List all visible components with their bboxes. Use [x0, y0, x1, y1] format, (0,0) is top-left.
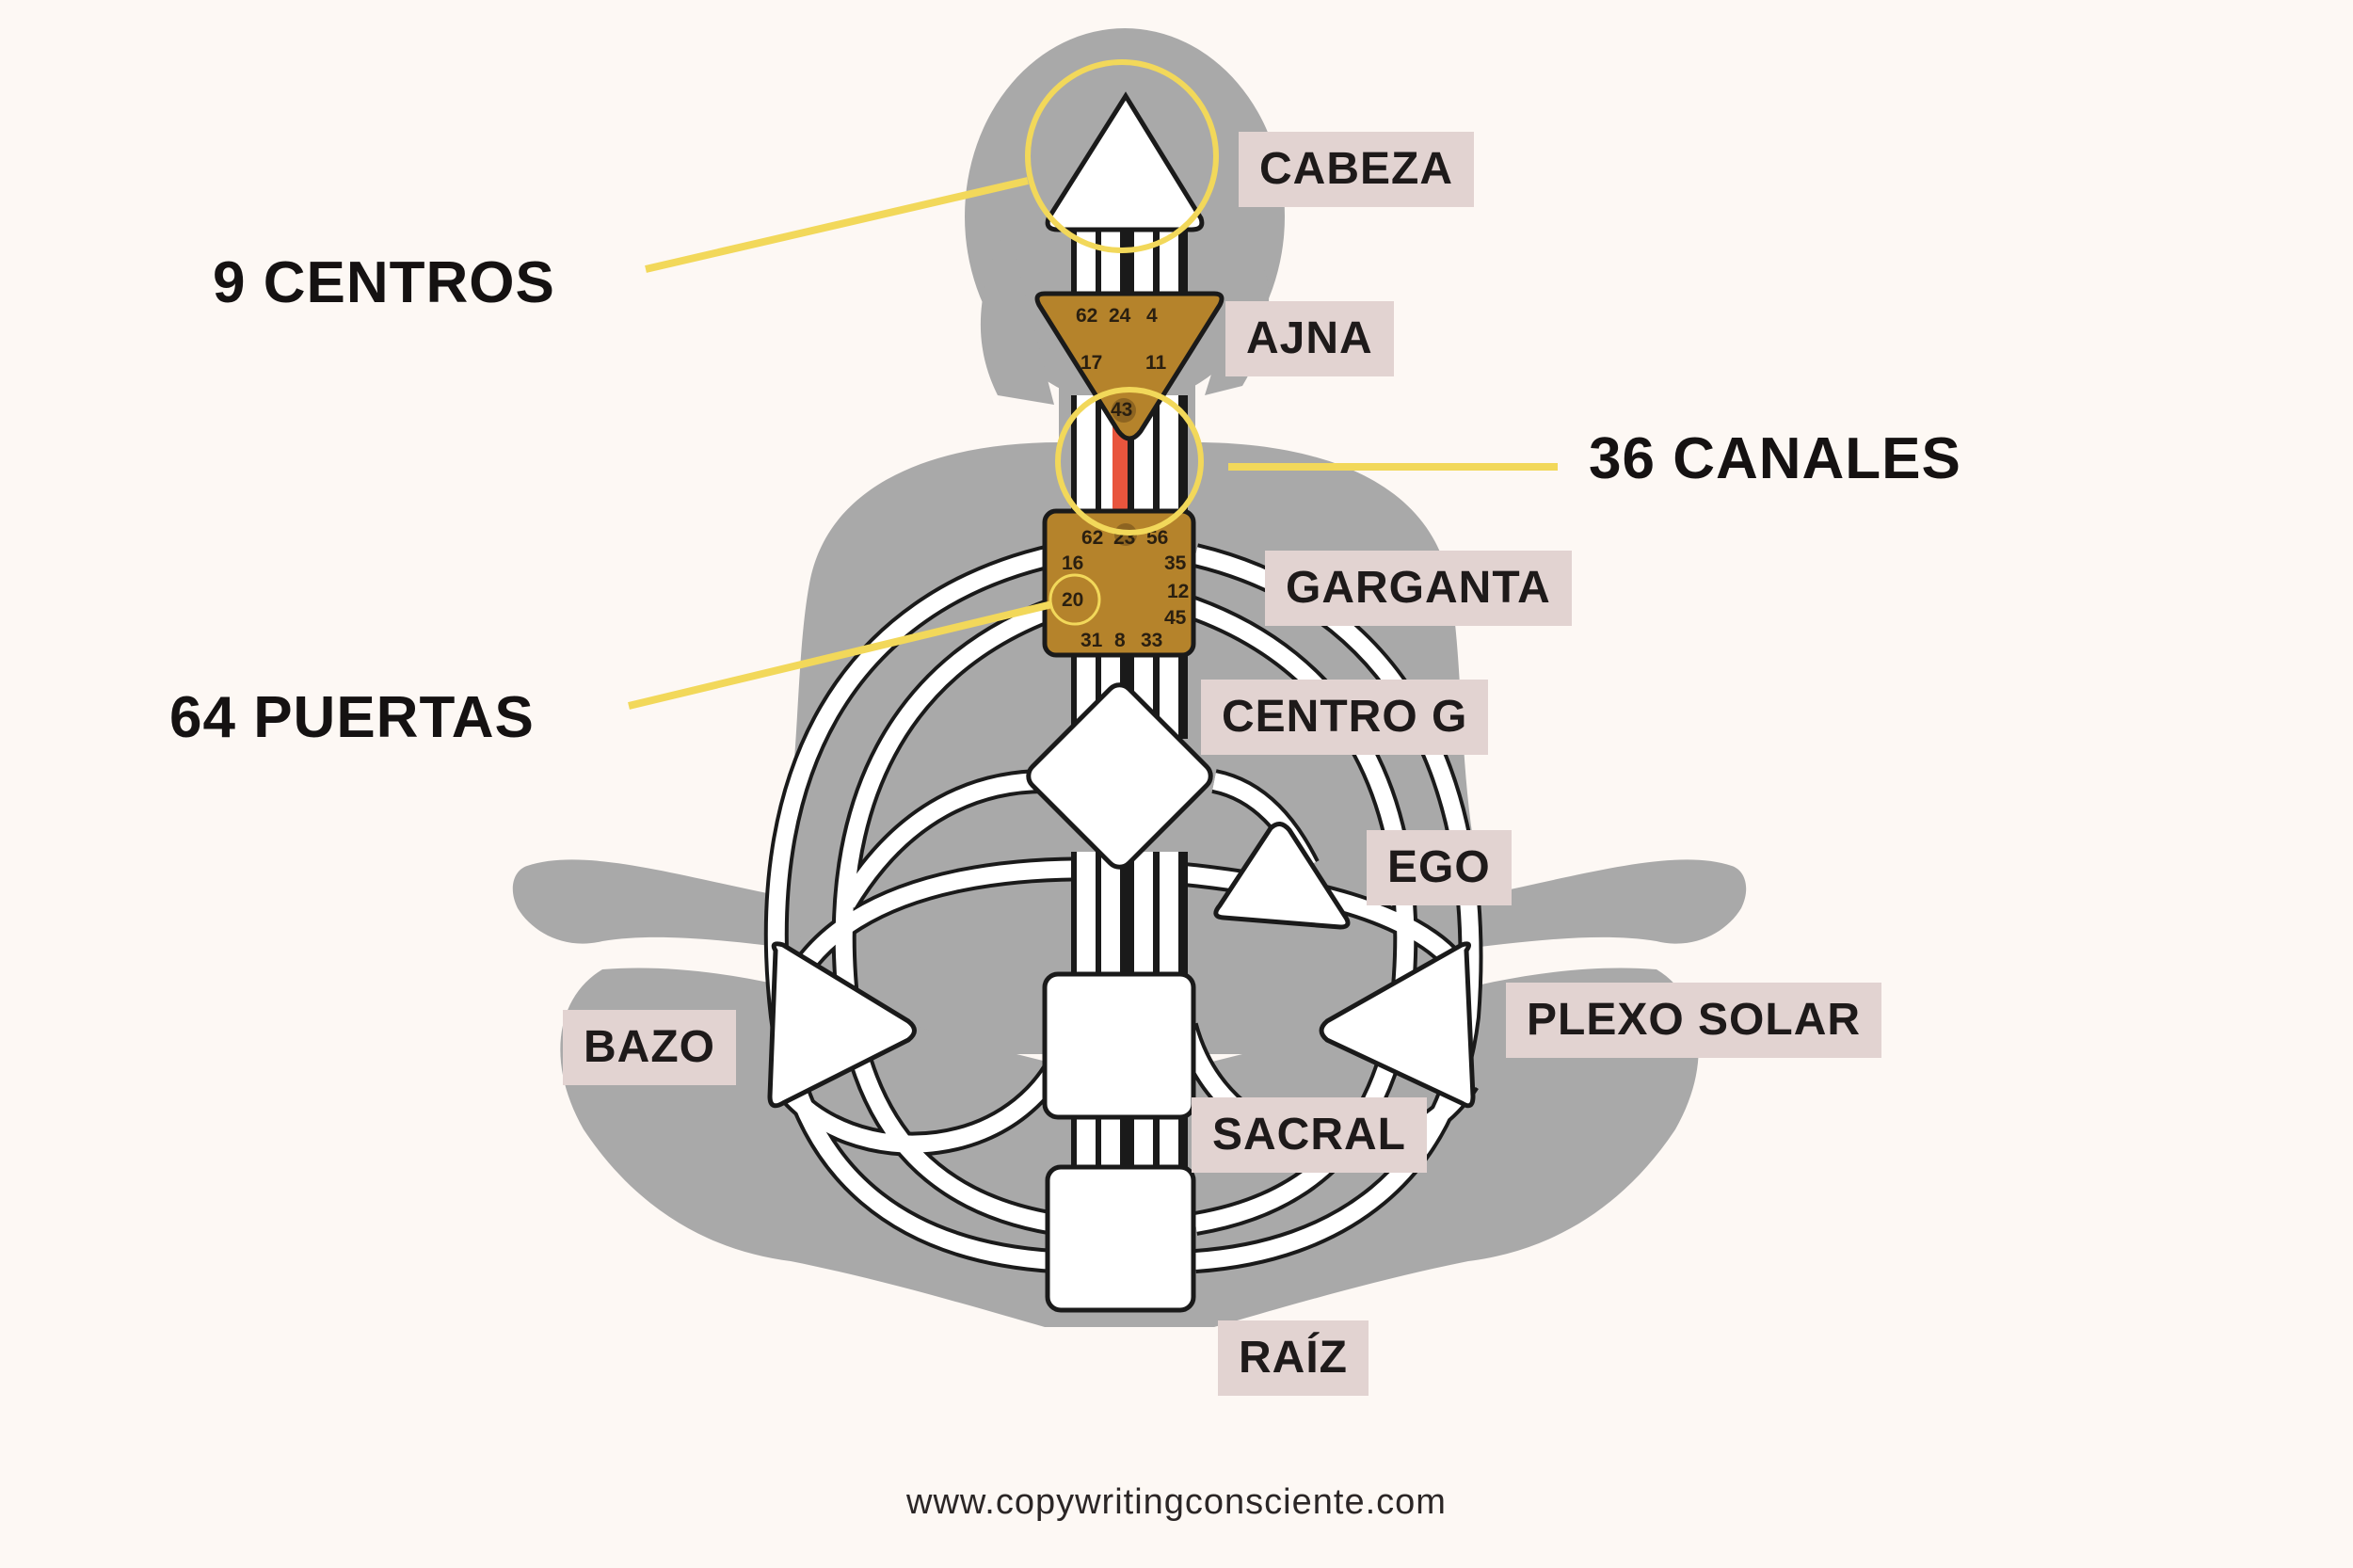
gate-43-dot	[1112, 398, 1136, 423]
label-raiz: RAÍZ	[1218, 1320, 1369, 1396]
gate-17: 17	[1080, 352, 1102, 374]
label-cabeza: CABEZA	[1239, 132, 1474, 207]
root-center	[1045, 1164, 1196, 1313]
label-plexo-solar: PLEXO SOLAR	[1506, 983, 1882, 1058]
gate-12: 12	[1167, 581, 1189, 602]
gate-62: 62	[1081, 527, 1103, 549]
puertas-callout-line	[628, 600, 1053, 710]
label-bazo: BAZO	[563, 1010, 736, 1085]
gate-4: 4	[1146, 305, 1158, 327]
label-ajna: AJNA	[1225, 301, 1394, 376]
ego-center	[1213, 822, 1351, 930]
gate-16: 16	[1062, 552, 1083, 574]
sacral-center	[1042, 971, 1196, 1120]
ajna-center	[1034, 291, 1225, 441]
gate-35: 35	[1164, 552, 1187, 574]
gate-8: 8	[1114, 630, 1126, 651]
gate-31: 31	[1080, 630, 1103, 651]
gate-11: 11	[1145, 352, 1167, 374]
highlights	[628, 59, 1558, 710]
label-garganta: GARGANTA	[1265, 551, 1572, 626]
spleen-center	[767, 941, 917, 1109]
gate-33: 33	[1141, 630, 1162, 651]
head-center	[1045, 91, 1205, 232]
footer-url: www.copywritingconsciente.com	[906, 1482, 1447, 1522]
gate-43: 43	[1111, 399, 1132, 421]
centros-highlight-ring	[1025, 59, 1219, 253]
canales-highlight-ring	[1055, 387, 1204, 536]
gate-62: 62	[1076, 305, 1097, 327]
g-center	[1026, 682, 1213, 870]
puertas-highlight-ring	[1048, 573, 1101, 626]
puertas-callout: 64 PUERTAS	[169, 685, 535, 750]
centros-callout: 9 CENTROS	[213, 250, 555, 315]
ajna-gates: 62 24 4 17 11 43	[1076, 305, 1167, 423]
centros-callout-line	[645, 177, 1029, 273]
gate-20: 20	[1062, 589, 1083, 611]
gate-56: 56	[1146, 527, 1168, 549]
centers	[767, 91, 1476, 1313]
gate-24: 24	[1109, 305, 1131, 327]
throat-center	[1042, 508, 1196, 658]
canales-callout: 36 CANALES	[1589, 426, 1961, 491]
gate-45: 45	[1164, 607, 1187, 629]
label-sacral: SACRAL	[1192, 1097, 1427, 1173]
label-centro-g: CENTRO G	[1201, 680, 1489, 755]
solar-plexus-center	[1319, 941, 1476, 1109]
label-ego: EGO	[1367, 830, 1512, 905]
